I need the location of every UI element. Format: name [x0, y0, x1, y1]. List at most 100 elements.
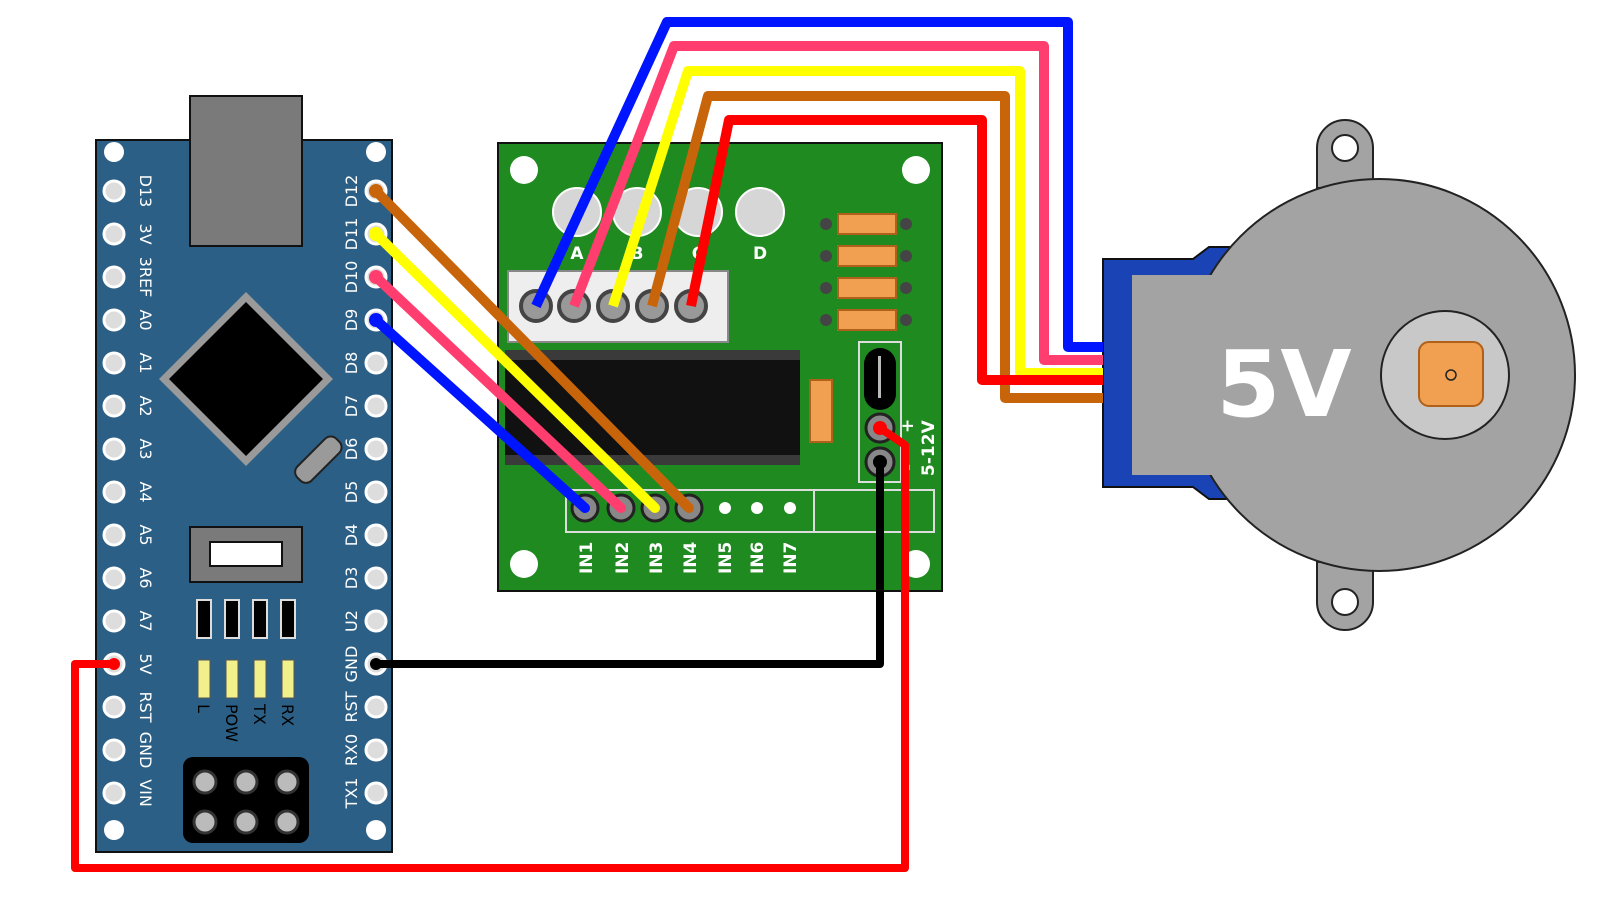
pin-d7[interactable] — [364, 394, 388, 418]
wire-endpoint — [873, 421, 887, 435]
stepper-motor: 5V — [1102, 118, 1576, 632]
capacitor — [809, 379, 833, 443]
pin-3v[interactable] — [102, 222, 126, 246]
wire-pink-motor — [569, 41, 1103, 365]
pin-label: D4 — [342, 524, 361, 547]
pin-d3[interactable] — [364, 566, 388, 590]
flange-hole — [1331, 134, 1359, 162]
power-plus-label: + — [898, 419, 918, 433]
pin-vin[interactable] — [102, 781, 126, 805]
phase-led-label-d: D — [753, 244, 767, 264]
pin-u2[interactable] — [364, 609, 388, 633]
pin-label: GND — [342, 646, 361, 683]
pin-d8[interactable] — [364, 351, 388, 375]
mount-hole — [366, 820, 386, 840]
pin-a5[interactable] — [102, 523, 126, 547]
input-label-in2: IN2 — [613, 542, 633, 574]
input-label-in6: IN6 — [748, 542, 768, 574]
pin-label: D9 — [342, 309, 361, 332]
led-l — [197, 659, 211, 699]
motor-voltage-label: 5V — [1216, 331, 1351, 438]
wire-d10-in2 — [371, 272, 626, 513]
led-tx — [253, 659, 267, 699]
pin-a6[interactable] — [102, 566, 126, 590]
pin-label: D10 — [342, 261, 361, 294]
pin-label: D13 — [136, 175, 155, 208]
wire-endpoint — [369, 270, 383, 284]
led-pow — [225, 659, 239, 699]
input-label-in1: IN1 — [577, 542, 597, 574]
right-pin-header — [364, 179, 388, 805]
stepper-driver-board: A B C D — [497, 142, 943, 592]
input-label-in3: IN3 — [647, 542, 667, 574]
wire-endpoint — [369, 184, 383, 198]
input-label-in5: IN5 — [716, 542, 736, 574]
pin-label: A7 — [136, 610, 155, 631]
wire-d11-in3 — [371, 229, 660, 513]
pin-a1[interactable] — [102, 351, 126, 375]
mount-hole — [366, 142, 386, 162]
wire-endpoint — [369, 227, 383, 241]
input-label-in7: IN7 — [781, 542, 801, 574]
wire-blue-motor — [531, 17, 1103, 352]
pin-d4[interactable] — [364, 523, 388, 547]
icsp-header — [183, 757, 309, 843]
reset-button[interactable] — [189, 526, 303, 583]
pin-rx0[interactable] — [364, 738, 388, 762]
motor-cover — [1132, 275, 1212, 475]
mount-hole — [104, 142, 124, 162]
pin-a2[interactable] — [102, 394, 126, 418]
pin-a3[interactable] — [102, 437, 126, 461]
wire-endpoint — [370, 658, 382, 670]
pin-label: D5 — [342, 481, 361, 504]
led-label-l: L — [194, 704, 213, 713]
pin-a0[interactable] — [102, 308, 126, 332]
usb-connector — [189, 95, 303, 247]
pin-label: A5 — [136, 524, 155, 545]
input-label-in4: IN4 — [681, 541, 701, 574]
motor-shaft — [1418, 341, 1484, 407]
mount-hole — [902, 156, 930, 184]
led-label-rx: RX — [278, 704, 297, 726]
wire-d9-in1 — [371, 315, 590, 513]
input-pad-in5 — [719, 502, 731, 514]
pin-label: D11 — [342, 218, 361, 251]
led-label-tx: TX — [250, 703, 269, 725]
pin-d13[interactable] — [102, 179, 126, 203]
pin-gnd-left[interactable] — [102, 738, 126, 762]
mount-hole — [510, 156, 538, 184]
wire-red-motor — [686, 115, 1103, 385]
pin-rst-right[interactable] — [364, 695, 388, 719]
pin-3ref[interactable] — [102, 265, 126, 289]
pin-rst-left[interactable] — [102, 695, 126, 719]
power-range-label: 5-12V — [919, 419, 939, 476]
wire-d12-in4 — [371, 186, 694, 513]
wire-orange-motor — [647, 91, 1103, 403]
pin-tx1[interactable] — [364, 781, 388, 805]
led-resistors — [820, 213, 912, 331]
pin-label: D12 — [342, 175, 361, 208]
motor-shaft-center — [1445, 369, 1457, 381]
microcontroller-chip — [159, 292, 333, 466]
smd-resistor — [252, 599, 268, 639]
wire-gnd — [376, 462, 884, 668]
pin-label: RST — [342, 691, 361, 722]
pin-label: RST — [136, 691, 155, 722]
pin-label: D3 — [342, 567, 361, 590]
arduino-board-body — [95, 139, 393, 853]
pin-a7[interactable] — [102, 609, 126, 633]
input-pad-in6 — [751, 502, 763, 514]
pin-d5[interactable] — [364, 480, 388, 504]
smd-resistor — [196, 599, 212, 639]
smd-resistor — [224, 599, 240, 639]
crystal — [294, 435, 343, 484]
pin-label: A0 — [136, 309, 155, 330]
pin-d6[interactable] — [364, 437, 388, 461]
pin-a4[interactable] — [102, 480, 126, 504]
mount-hole — [104, 820, 124, 840]
input-pad-in7 — [784, 502, 796, 514]
left-pin-labels: D13 3V 3REF A0 A1 A2 A3 A4 A5 A6 A7 5V R… — [136, 175, 155, 807]
phase-led-label-a: A — [570, 244, 584, 264]
wire-endpoints — [108, 184, 887, 670]
led-rx — [281, 659, 295, 699]
